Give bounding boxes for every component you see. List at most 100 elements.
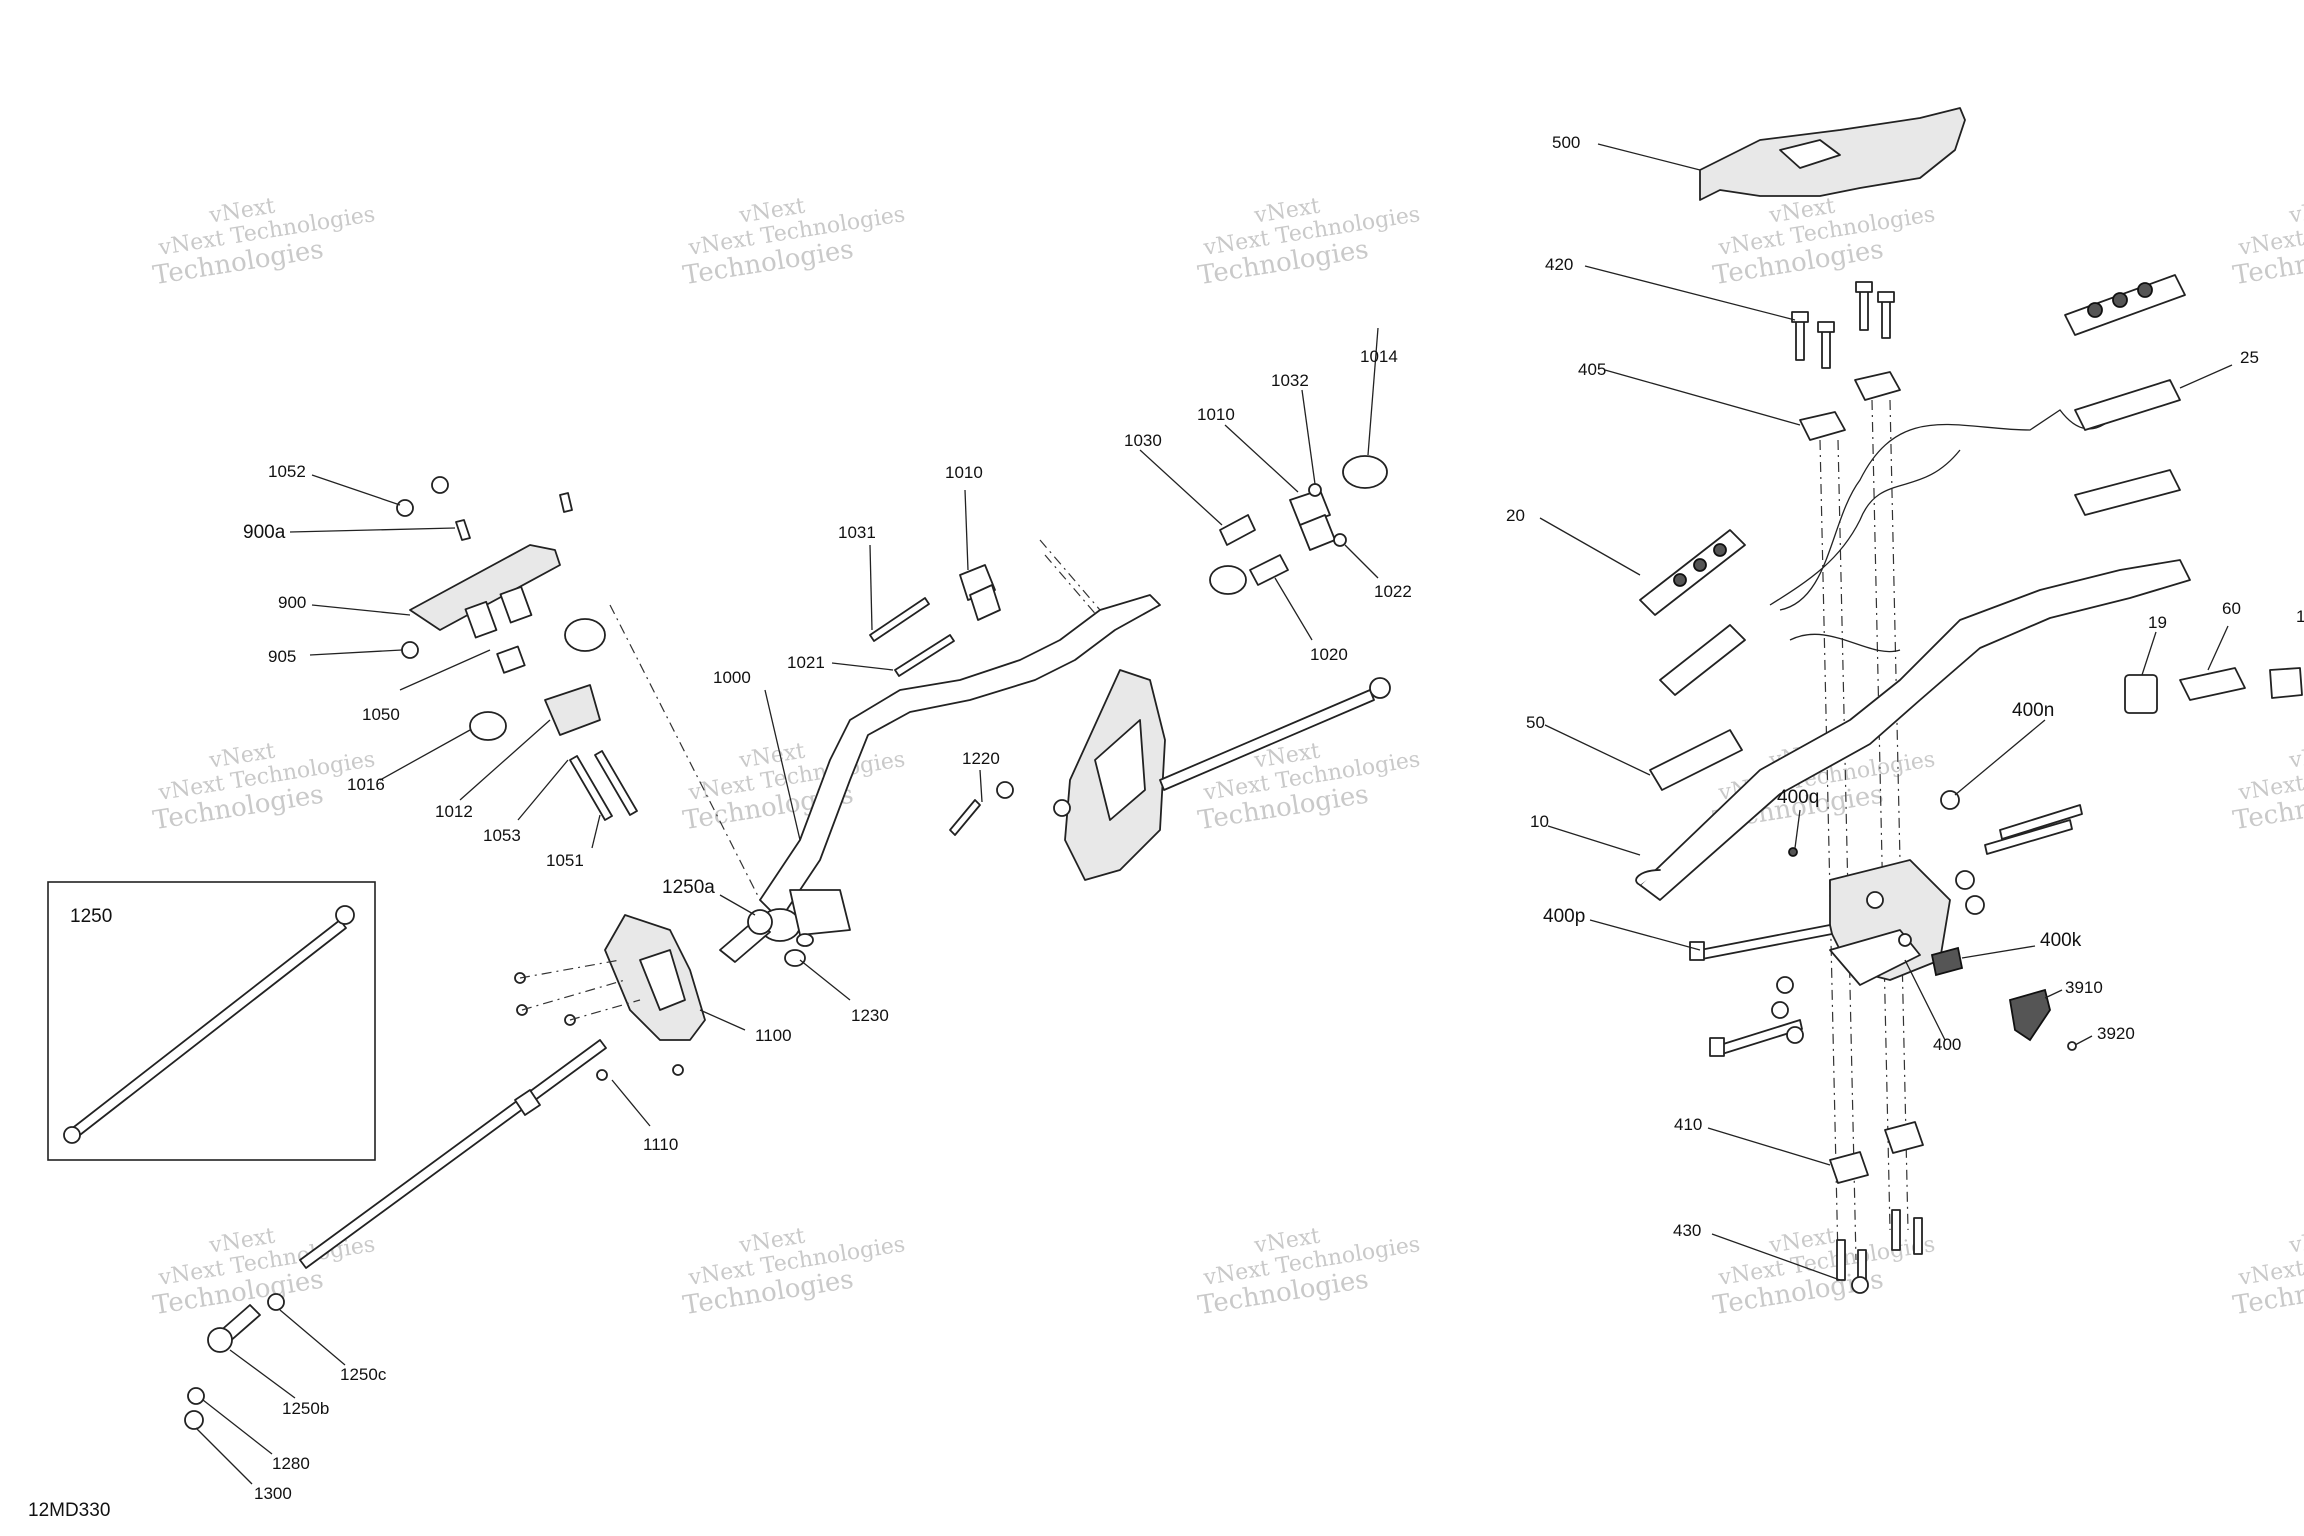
ring-1016a[interactable]	[564, 618, 606, 652]
bolts-400p[interactable]	[1689, 804, 2083, 1057]
bolt-1051a[interactable]	[569, 755, 613, 821]
tie-rod-long[interactable]	[299, 1039, 607, 1269]
callout-430: 430	[1673, 1221, 1701, 1240]
callout-60: 60	[2222, 599, 2241, 618]
sleeve-1020[interactable]	[1249, 554, 1289, 586]
watermark: vNext	[2287, 1224, 2304, 1259]
nut-1300[interactable]	[184, 1410, 204, 1430]
steering-column-1000[interactable]	[759, 594, 1161, 921]
tie-rod-upper[interactable]	[1159, 689, 1375, 791]
bolt-1031[interactable]	[869, 597, 930, 642]
callout-1052: 1052	[268, 462, 306, 481]
screw-400q[interactable]	[1788, 847, 1798, 857]
watermark: vNext	[2287, 739, 2304, 774]
inset-tie-rod[interactable]	[69, 919, 347, 1139]
throttle-cable	[1779, 409, 2121, 611]
blocks-1050[interactable]	[464, 585, 533, 674]
bolts-430[interactable]	[1836, 1209, 1923, 1294]
callout-1021: 1021	[787, 653, 825, 672]
callout-50: 50	[1526, 713, 1545, 732]
callout-1010a: 1010	[945, 463, 983, 482]
callout-19: 19	[2148, 613, 2167, 632]
pin-top[interactable]	[559, 492, 573, 513]
callout-400q: 400q	[1777, 787, 1819, 808]
callout-1030: 1030	[1124, 431, 1162, 450]
callout-1300: 1300	[254, 1484, 292, 1503]
callout-1050: 1050	[362, 705, 400, 724]
clamp-1010b[interactable]	[1289, 489, 1336, 551]
washer-1280[interactable]	[187, 1387, 205, 1405]
nut-905[interactable]	[401, 641, 419, 659]
tube-60[interactable]	[2179, 667, 2246, 701]
handlebar-part[interactable]	[1639, 559, 2191, 901]
callout-1220: 1220	[962, 749, 1000, 768]
lever-3910[interactable]	[2008, 988, 2051, 1042]
callout-1031: 1031	[838, 523, 876, 542]
spacer-19[interactable]	[2124, 674, 2158, 714]
callout-1016: 1016	[347, 775, 385, 794]
washer-1230[interactable]	[784, 949, 806, 967]
sleeve-1030[interactable]	[1219, 514, 1256, 546]
callout-1051: 1051	[546, 851, 584, 870]
callout-1250c: 1250c	[340, 1365, 387, 1384]
callout-400: 400	[1933, 1035, 1961, 1054]
ring-1016b[interactable]	[469, 711, 507, 741]
bushing-1012[interactable]	[544, 684, 601, 736]
callout-900a: 900a	[243, 522, 286, 543]
screw-3920[interactable]	[2067, 1041, 2077, 1051]
callout-1100: 1100	[755, 1026, 792, 1045]
callout-400p: 400p	[1543, 906, 1585, 927]
callout-405: 405	[1578, 360, 1606, 379]
callout-1230: 1230	[851, 1006, 889, 1025]
sleeve-50[interactable]	[1649, 729, 1743, 791]
nut-1022[interactable]	[1333, 533, 1347, 547]
clamp-1010[interactable]	[959, 564, 1001, 621]
callout-1020: 1020	[1310, 645, 1348, 664]
clamp-upper-405[interactable]	[1799, 371, 1901, 441]
callout-1-edge: 1	[2296, 607, 2304, 626]
callout-1053: 1053	[483, 826, 521, 845]
callout-1000: 1000	[713, 668, 751, 687]
nuts-400n[interactable]	[1771, 790, 1985, 1044]
bolt-420-group[interactable]	[1791, 281, 1895, 369]
spring-400k[interactable]	[1930, 946, 1964, 977]
callout-400k: 400k	[2040, 930, 2082, 951]
callout-10: 10	[1530, 812, 1549, 831]
callout-410: 410	[1674, 1115, 1702, 1134]
nuts-1052[interactable]	[396, 476, 449, 517]
steering-assembly	[47, 455, 1391, 1430]
nut-1250c[interactable]	[267, 1293, 285, 1311]
callout-20: 20	[1506, 506, 1525, 525]
grip-25[interactable]	[2064, 274, 2186, 516]
riser-block-400[interactable]	[1829, 859, 1951, 986]
callout-labels: 500 420 405 25 20 19 60 50 10 400n 400q …	[70, 133, 2304, 1503]
clamp-lower-410[interactable]	[1829, 1121, 1924, 1184]
callout-500: 500	[1552, 133, 1580, 152]
ring-1020[interactable]	[1209, 565, 1247, 595]
callout-420: 420	[1545, 255, 1573, 274]
washer-1230b[interactable]	[796, 933, 814, 947]
bolt-1021[interactable]	[894, 634, 955, 677]
pin-900a[interactable]	[455, 519, 471, 541]
handlebar-assembly	[1635, 107, 2303, 1294]
bracket-900[interactable]	[409, 544, 561, 631]
leader-lines	[195, 143, 2233, 1485]
handlebar-cover-detail	[1779, 139, 1841, 169]
edge-part-1[interactable]	[2269, 667, 2303, 699]
callout-1250b: 1250b	[282, 1399, 329, 1418]
watermark: vNext	[2287, 194, 2304, 229]
ring-1014[interactable]	[1342, 455, 1388, 489]
callout-25: 25	[2240, 348, 2259, 367]
grip-20[interactable]	[1639, 529, 1746, 696]
callout-900: 900	[278, 593, 306, 612]
bolt-1220[interactable]	[949, 799, 981, 836]
cover-upper-detail	[1094, 719, 1146, 821]
callout-1022: 1022	[1374, 582, 1412, 601]
nut-1032[interactable]	[1308, 483, 1322, 497]
callout-1110: 1110	[643, 1135, 678, 1154]
callout-3920: 3920	[2097, 1024, 2135, 1043]
bolt-1051b[interactable]	[594, 750, 638, 816]
callout-1010b: 1010	[1197, 405, 1235, 424]
callout-1032: 1032	[1271, 371, 1309, 390]
